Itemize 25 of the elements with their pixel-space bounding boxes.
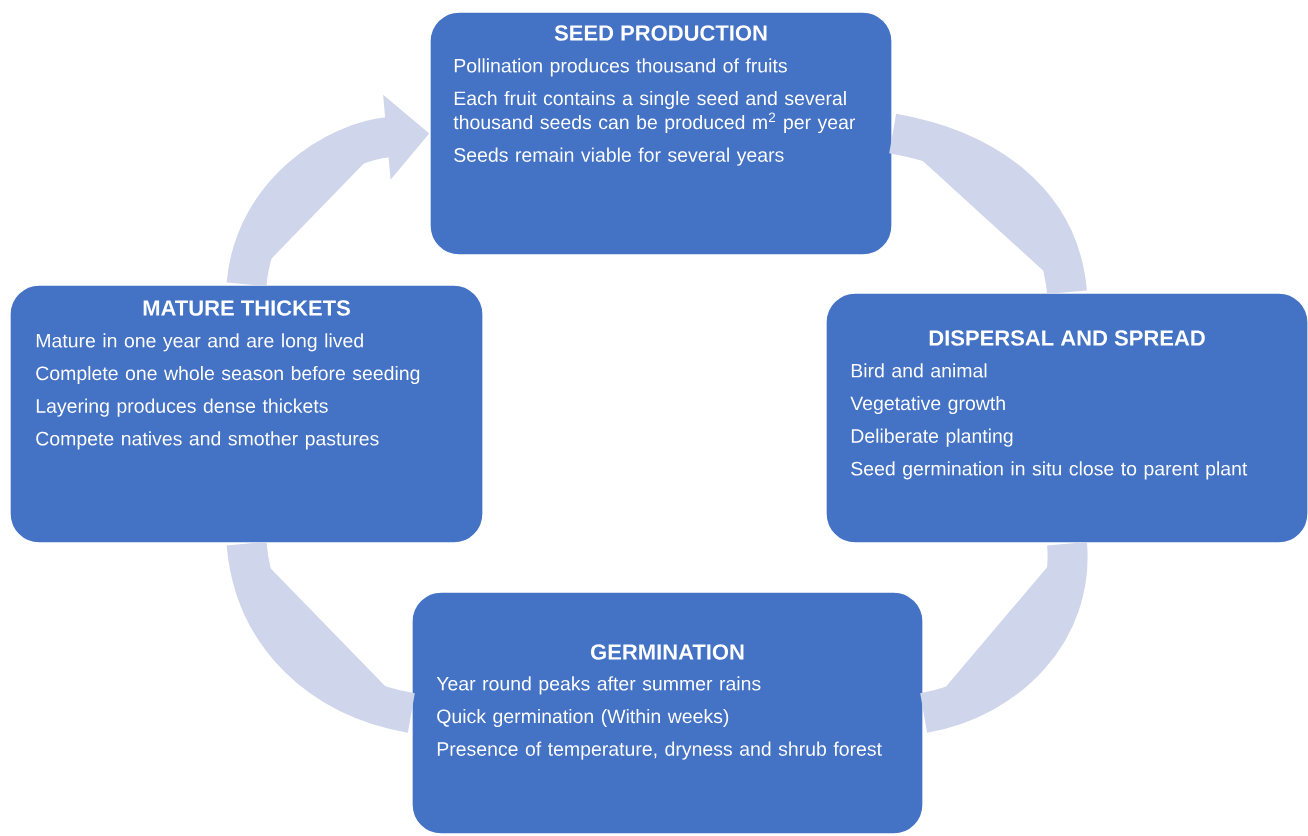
bullet-text: Seed germination in situ close to parent plant [851, 461, 1248, 480]
cycle-arrow [888, 113, 1087, 296]
bullet-text: Mature in one year and are long lived [36, 333, 363, 352]
bullet-text: Layering produces dense thickets [36, 398, 328, 417]
bullet-text: Deliberate planting [851, 428, 1013, 447]
bullet-text: Bird and animal [851, 363, 987, 378]
bullet-text: Quick germination (Within weeks) [437, 708, 729, 728]
process-box [9, 284, 484, 544]
bullet-text: Year round peaks after summer rains [436, 676, 761, 695]
bullet-text: Each fruit contains a single seed and several thousand seeds can be produced m$^{2}$ per year [453, 90, 856, 134]
box-heading: DISPERSAL AND SPREAD [929, 330, 1205, 346]
box-heading: GERMINATION [591, 644, 744, 660]
bullet-text: Complete one whole season before seeding [36, 365, 420, 385]
bullet-text: Compete natives and smother pastures [36, 431, 379, 450]
bullet-text: Seeds remain viable for several years [454, 147, 784, 166]
box-heading: MATURE THICKETS [143, 300, 350, 316]
bullet-text: Pollination produces thousand of fruits [454, 58, 787, 77]
process-box [411, 591, 924, 835]
bullet-text: Vegetative growth [850, 395, 1005, 415]
bullet-text: Presence of temperature, dryness and shrub forest [437, 741, 882, 760]
cycle-arrow [919, 543, 1088, 733]
box-heading: SEED PRODUCTION [554, 25, 767, 41]
cycle-arrow [226, 540, 416, 733]
process-box [429, 11, 893, 256]
process-box [825, 292, 1308, 544]
